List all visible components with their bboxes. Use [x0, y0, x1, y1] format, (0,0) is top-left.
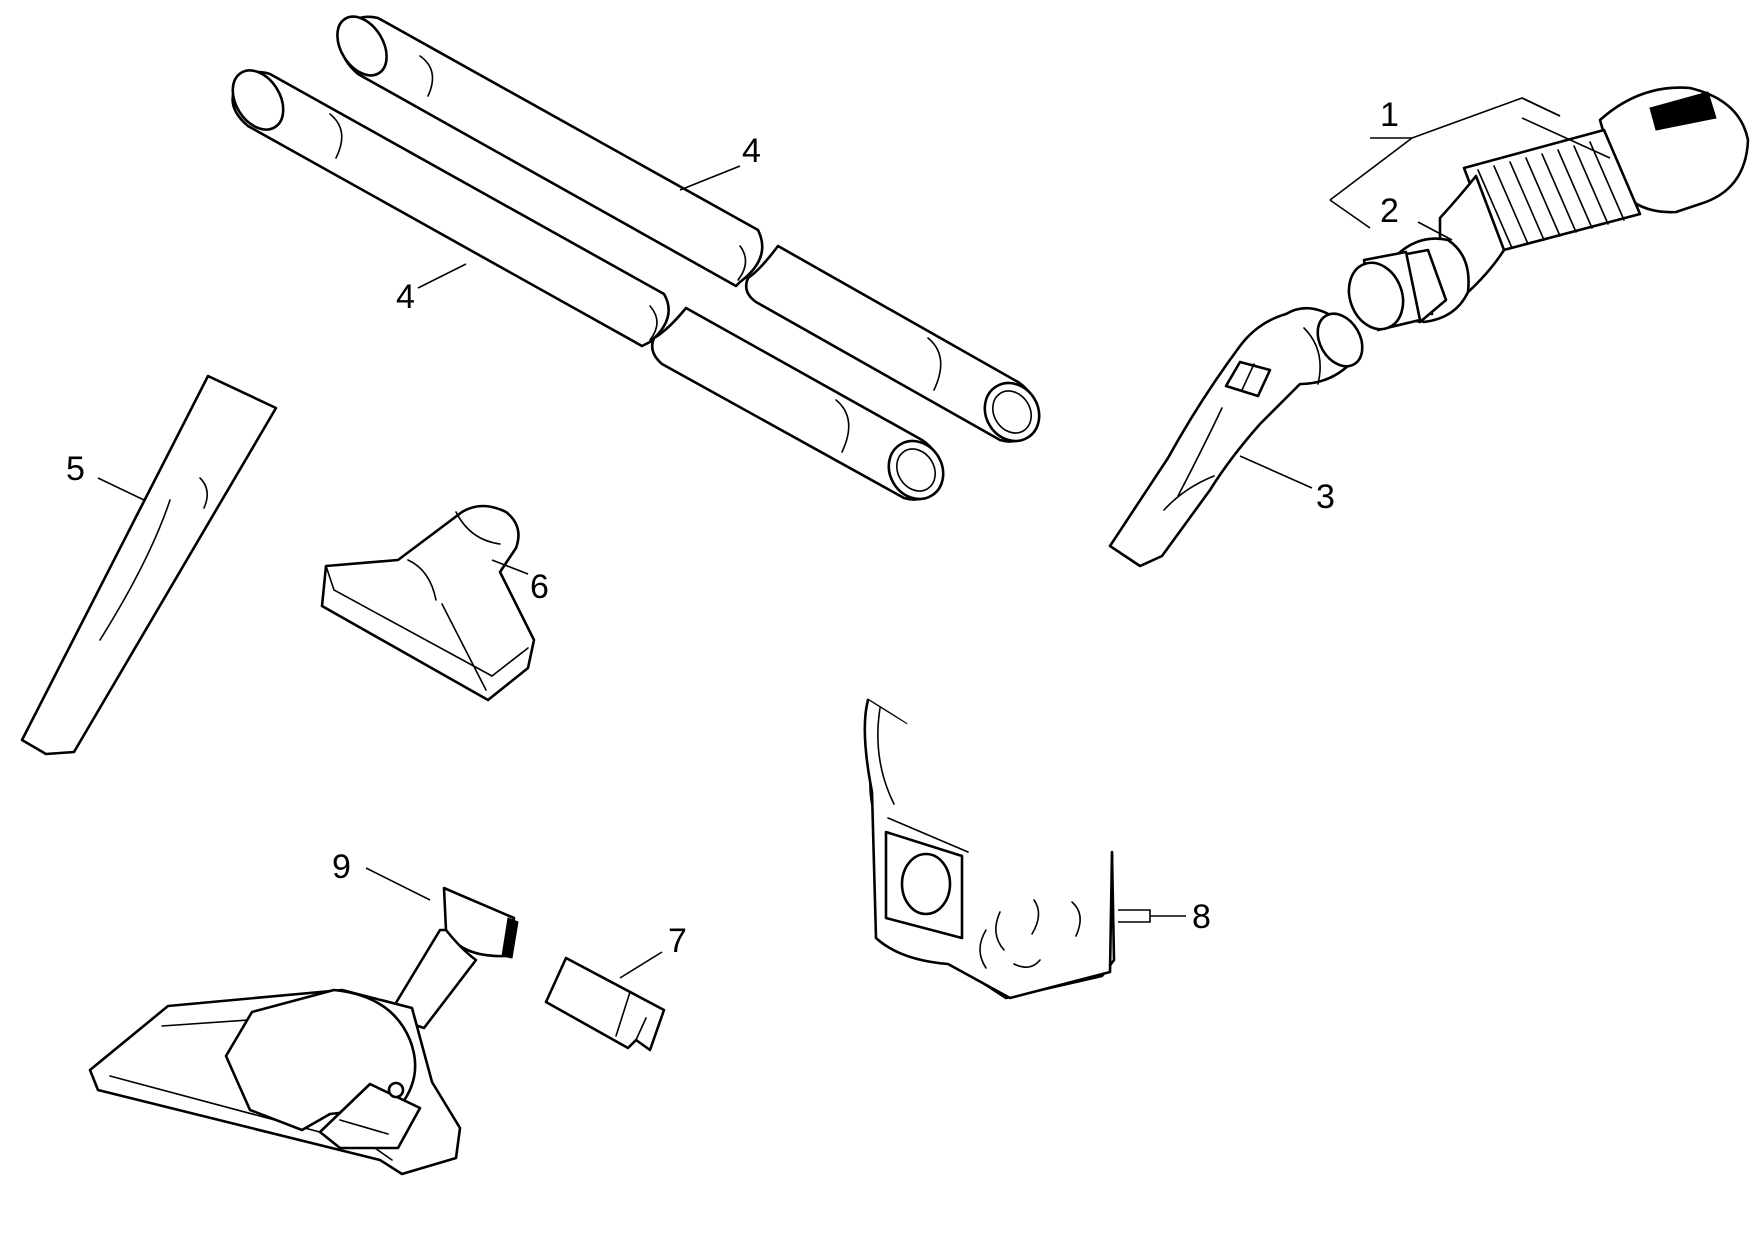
floor-nozzle	[88, 886, 519, 1176]
leader-lines	[97, 97, 1611, 979]
callout-8: 8	[1192, 898, 1211, 936]
callout-5: 5	[66, 450, 85, 488]
callout-1: 1	[1380, 96, 1399, 134]
callout-labels: 1 2 3 4 4 5 6 7 8 9	[66, 96, 1399, 960]
upholstery-nozzle	[320, 504, 536, 702]
extension-tube-lower	[231, 69, 945, 501]
callout-4-lower: 4	[396, 278, 415, 316]
suction-hose-assembly	[1438, 86, 1750, 296]
crevice-nozzle	[20, 374, 278, 756]
callout-9: 9	[332, 848, 351, 886]
extension-tube-upper	[336, 15, 1041, 443]
callout-6: 6	[530, 568, 549, 606]
callout-7: 7	[668, 922, 687, 960]
callout-3: 3	[1316, 478, 1335, 516]
callout-4-upper: 4	[742, 132, 761, 170]
hose-connector	[1347, 237, 1470, 332]
callout-2: 2	[1380, 192, 1399, 230]
filter-bag	[863, 698, 1116, 1000]
adapter	[544, 956, 666, 1052]
hose-handle-elbow	[1108, 306, 1364, 568]
